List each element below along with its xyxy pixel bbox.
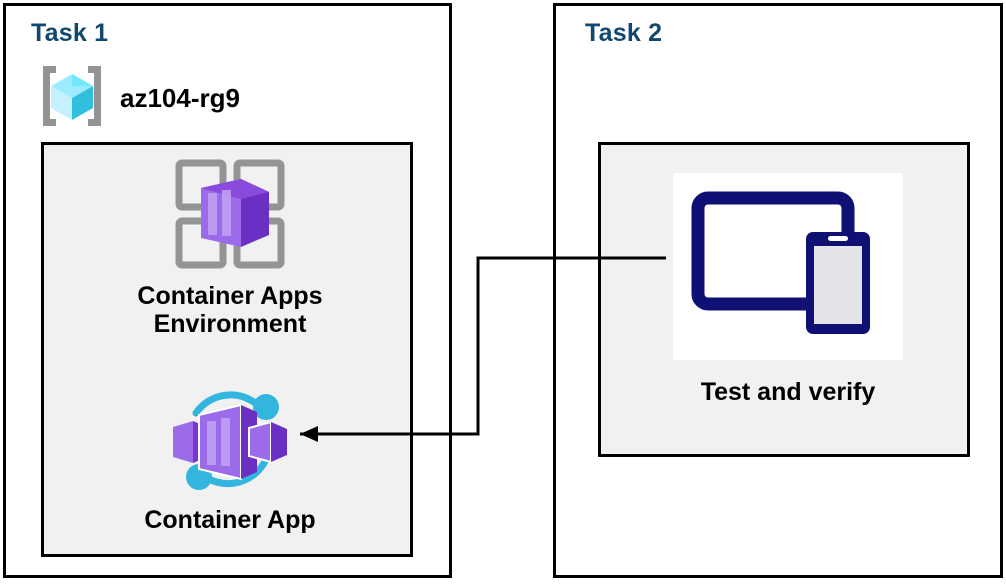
- resource-group-header: az104-rg9: [36, 60, 240, 137]
- container-app-icon: [165, 385, 295, 502]
- container-apps-environment-tile: Container Apps Environment: [104, 155, 356, 338]
- task-1-resource-group-box: Container Apps Environment: [41, 142, 413, 557]
- container-app-tile: Container App: [104, 385, 356, 534]
- task-2-box: Test and verify: [598, 142, 970, 457]
- devices-icon-background: [673, 173, 903, 360]
- test-and-verify-label: Test and verify: [700, 378, 876, 406]
- test-and-verify-tile: Test and verify: [669, 173, 907, 407]
- task-2-title: Task 2: [585, 19, 663, 47]
- task-1-title: Task 1: [31, 19, 109, 47]
- container-app-label: Container App: [144, 506, 316, 534]
- container-apps-environment-icon: [171, 155, 289, 278]
- devices-icon: [688, 184, 888, 349]
- resource-group-icon: [36, 60, 108, 137]
- container-apps-environment-label: Container Apps Environment: [137, 282, 323, 338]
- resource-group-name: az104-rg9: [120, 83, 240, 113]
